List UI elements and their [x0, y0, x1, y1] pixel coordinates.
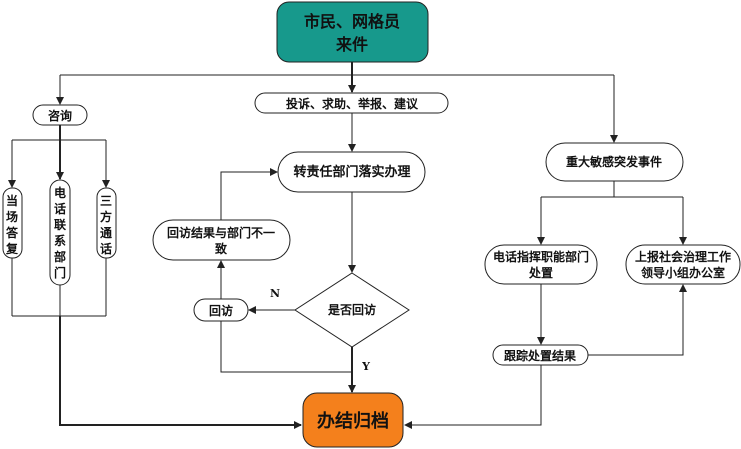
start-node: 市民、网格员 来件 [276, 1, 429, 63]
start-line2: 来件 [335, 35, 368, 54]
three-way-char: 三 [100, 194, 112, 208]
onsite-char: 当 [6, 193, 18, 208]
command-line2: 处置 [528, 265, 553, 280]
phone-dept-char: 门 [54, 265, 66, 280]
command-line1: 电话指挥职能部门 [493, 249, 589, 264]
complaint-label: 投诉、求助、举报、建议 [286, 96, 419, 111]
track-node: 跟踪处置结果 [492, 344, 589, 366]
decision-node: 是否回访 [294, 272, 410, 348]
consult-node: 咨询 [32, 104, 88, 126]
assign-node: 转责任部门落实办理 [277, 151, 426, 193]
mismatch-line1: 回访结果与部门不一 [167, 225, 275, 240]
phone-dept-char: 话 [54, 201, 66, 216]
report-line1: 上报社会治理工作 [635, 249, 731, 264]
three-way-char: 方 [100, 209, 112, 224]
phone-dept-node: 电 话 联 系 部 门 [49, 179, 71, 286]
three-way-char: 话 [100, 241, 112, 256]
consult-label: 咨询 [48, 108, 72, 123]
phone-dept-char: 联 [54, 218, 66, 232]
start-line1: 市民、网格员 [304, 12, 400, 31]
three-way-call-node: 三 方 通 话 [96, 187, 117, 259]
phone-dept-char: 系 [54, 233, 66, 248]
command-node: 电话指挥职能部门 处置 [484, 244, 598, 285]
no-label: N [270, 287, 280, 300]
onsite-char: 场 [6, 210, 18, 224]
end-node: 办结归档 [302, 392, 404, 448]
mismatch-node: 回访结果与部门不一 致 [152, 219, 291, 261]
end-label: 办结归档 [317, 410, 389, 432]
decision-label: 是否回访 [327, 302, 376, 317]
report-node: 上报社会治理工作 领导小组办公室 [625, 244, 741, 285]
onsite-char: 复 [5, 241, 19, 256]
complaint-node: 投诉、求助、举报、建议 [254, 92, 449, 114]
major-label: 重大敏感突发事件 [566, 154, 662, 169]
phone-dept-char: 部 [54, 249, 66, 264]
three-way-char: 通 [100, 225, 112, 240]
revisit-label: 回访 [209, 303, 233, 318]
mismatch-line2: 致 [215, 241, 228, 256]
track-label: 跟踪处置结果 [504, 348, 576, 363]
report-line2: 领导小组办公室 [641, 265, 725, 280]
connectors [8, 62, 687, 429]
onsite-char: 答 [6, 225, 19, 240]
onsite-reply-node: 当 场 答 复 [2, 187, 23, 259]
major-node: 重大敏感突发事件 [545, 142, 684, 182]
assign-label: 转责任部门落实办理 [293, 164, 410, 180]
yes-label: Y [361, 360, 370, 373]
revisit-node: 回访 [193, 298, 249, 322]
phone-dept-char: 电 [54, 185, 66, 200]
